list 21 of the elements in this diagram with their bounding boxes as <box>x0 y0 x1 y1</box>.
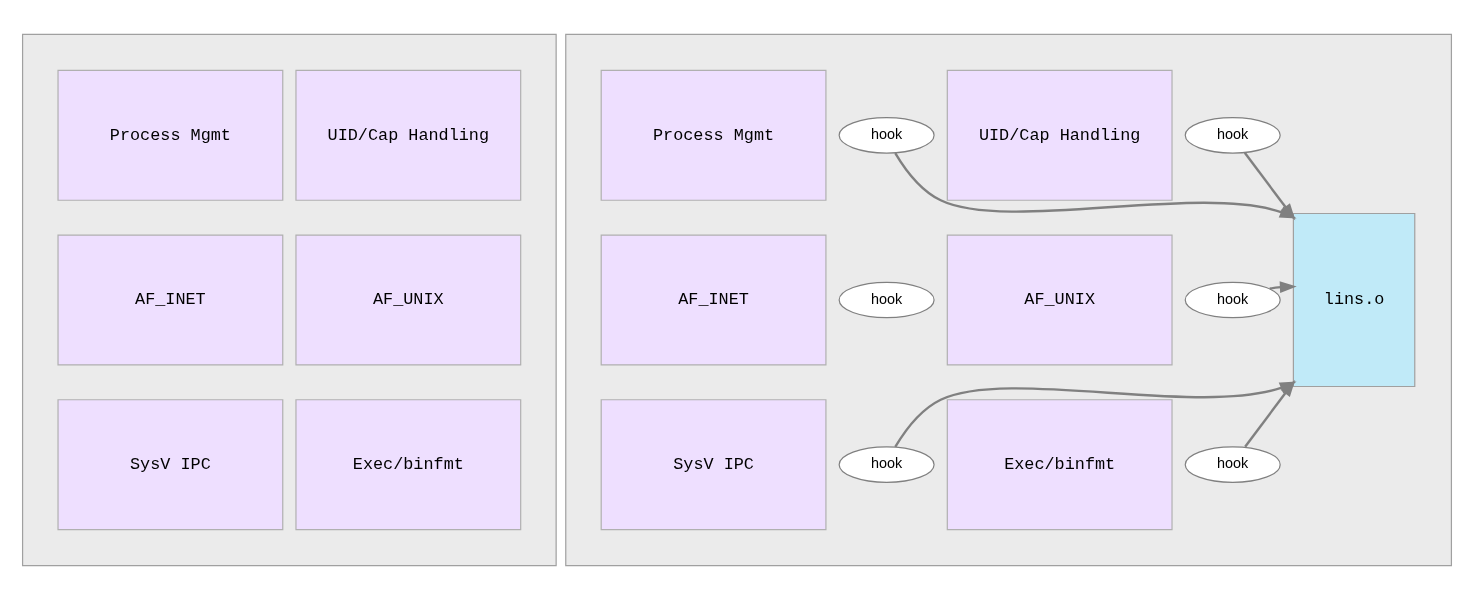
cluster <box>565 33 1452 566</box>
node-box: AF_INET <box>600 234 827 365</box>
node-box: AF_INET <box>57 234 284 365</box>
node-box: AF_UNIX <box>295 234 522 365</box>
node-box: Process Mgmt <box>57 69 284 201</box>
cluster <box>21 33 557 566</box>
node-box: SysV IPC <box>57 398 284 530</box>
node-ellipse: hook <box>1184 445 1281 483</box>
node-box: Exec/binfmt <box>946 398 1173 530</box>
node-box: UID/Cap Handling <box>295 69 522 201</box>
node-box: Process Mgmt <box>600 69 827 201</box>
node-ellipse: hook <box>838 116 935 154</box>
node-box: SysV IPC <box>600 398 827 530</box>
node-box: UID/Cap Handling <box>946 69 1173 201</box>
node-ellipse: hook <box>1184 116 1281 154</box>
arrow <box>1269 280 1297 293</box>
node-ellipse: hook <box>838 445 935 483</box>
node-box: lins.o <box>1292 212 1416 387</box>
node-box: AF_UNIX <box>946 234 1173 365</box>
node-box: Exec/binfmt <box>295 398 522 530</box>
node-ellipse: hook <box>838 281 935 318</box>
